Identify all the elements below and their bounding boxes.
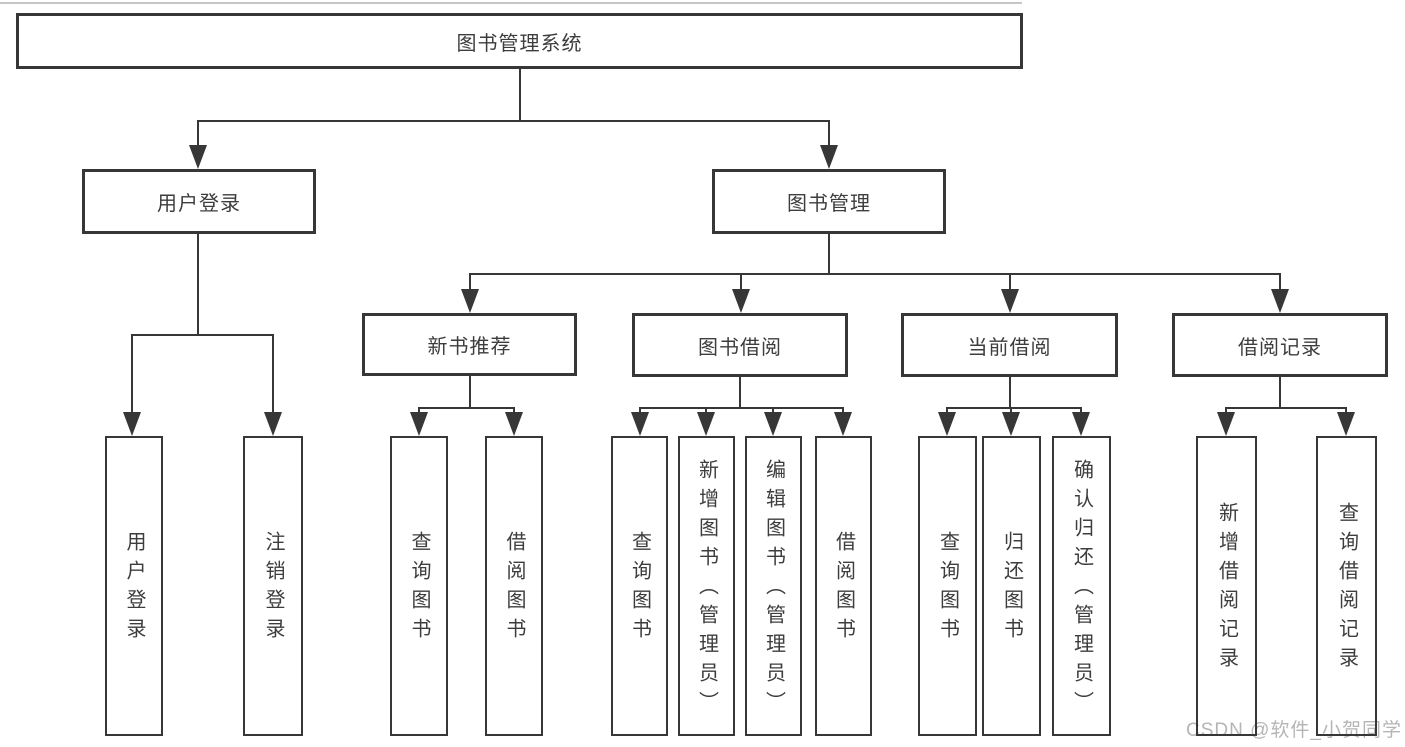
arrowhead-down-icon bbox=[410, 412, 428, 436]
connector-current-borrow-rail bbox=[946, 407, 1082, 409]
leaf-edit-books-admin: 编辑图书（管理员） bbox=[745, 436, 802, 736]
connector-shaft bbox=[197, 120, 199, 148]
connector-shaft bbox=[705, 407, 707, 416]
leaf-return-books: 归还图书 bbox=[982, 436, 1041, 736]
arrowhead-down-icon bbox=[264, 412, 282, 436]
connector-shaft bbox=[272, 334, 274, 414]
connector-book-mgmt-stem bbox=[828, 233, 830, 273]
connector-shaft bbox=[131, 334, 133, 414]
connector-shaft bbox=[418, 407, 420, 416]
leaf-add-borrow-record: 新增借阅记录 bbox=[1196, 436, 1257, 736]
csdn-watermark: CSDN @软件_小贺同学 bbox=[1186, 720, 1402, 741]
arrowhead-down-icon bbox=[1217, 412, 1235, 436]
node-book-management: 图书管理 bbox=[712, 169, 946, 234]
leaf-query-books-newbooks: 查询图书 bbox=[390, 436, 448, 736]
arrowhead-down-icon bbox=[461, 289, 479, 313]
connector-shaft bbox=[1009, 273, 1011, 293]
node-borrow-records: 借阅记录 bbox=[1172, 313, 1388, 377]
connector-new-books-rail bbox=[419, 407, 515, 409]
arrowhead-down-icon bbox=[697, 412, 715, 436]
connector-shaft bbox=[513, 407, 515, 416]
leaf-borrow-books-borrow: 借阅图书 bbox=[815, 436, 872, 736]
arrowhead-down-icon bbox=[1072, 412, 1090, 436]
leaf-user-login: 用户登录 bbox=[105, 436, 163, 736]
connector-shaft bbox=[1080, 407, 1082, 416]
arrowhead-down-icon bbox=[764, 412, 782, 436]
connector-current-borrow-stem bbox=[1009, 377, 1011, 407]
connector-borrow-records-stem bbox=[1279, 377, 1281, 407]
arrowhead-down-icon bbox=[1271, 289, 1289, 313]
arrowhead-down-icon bbox=[189, 145, 207, 169]
connector-shaft bbox=[946, 407, 948, 416]
connector-user-login-stem bbox=[197, 233, 199, 336]
connector-new-books-stem bbox=[469, 376, 471, 407]
node-new-books: 新书推荐 bbox=[362, 313, 577, 376]
connector-user-login-rail bbox=[131, 334, 274, 336]
connector-shaft bbox=[828, 120, 830, 148]
top-crop-line bbox=[0, 2, 1022, 4]
connector-shaft bbox=[772, 407, 774, 416]
arrowhead-down-icon bbox=[820, 145, 838, 169]
arrowhead-down-icon bbox=[505, 412, 523, 436]
arrowhead-down-icon bbox=[1001, 289, 1019, 313]
leaf-add-books-admin: 新增图书（管理员） bbox=[678, 436, 735, 736]
leaf-query-books-current: 查询图书 bbox=[918, 436, 977, 736]
leaf-query-borrow-record: 查询借阅记录 bbox=[1316, 436, 1377, 736]
connector-book-borrow-stem bbox=[739, 377, 741, 407]
arrowhead-down-icon bbox=[1337, 412, 1355, 436]
arrowhead-down-icon bbox=[834, 412, 852, 436]
connector-shaft bbox=[1010, 407, 1012, 416]
connector-level2-rail bbox=[197, 120, 830, 122]
arrowhead-down-icon bbox=[938, 412, 956, 436]
leaf-borrow-books-newbooks: 借阅图书 bbox=[485, 436, 543, 736]
leaf-query-books-borrow: 查询图书 bbox=[611, 436, 668, 736]
leaf-confirm-return-admin: 确认归还（管理员） bbox=[1052, 436, 1111, 736]
arrowhead-down-icon bbox=[732, 289, 750, 313]
node-user-login: 用户登录 bbox=[82, 169, 316, 234]
node-current-borrow: 当前借阅 bbox=[901, 313, 1118, 377]
connector-root-stem bbox=[519, 68, 521, 121]
connector-book-borrow-rail bbox=[639, 407, 844, 409]
connector-borrow-records-rail bbox=[1225, 407, 1347, 409]
node-root: 图书管理系统 bbox=[16, 13, 1023, 69]
arrowhead-down-icon bbox=[1002, 412, 1020, 436]
connector-shaft bbox=[639, 407, 641, 416]
arrowhead-down-icon bbox=[123, 412, 141, 436]
connector-shaft bbox=[1225, 407, 1227, 416]
connector-shaft bbox=[469, 273, 471, 293]
node-book-borrow: 图书借阅 bbox=[632, 313, 848, 377]
arrowhead-down-icon bbox=[631, 412, 649, 436]
connector-shaft bbox=[1279, 273, 1281, 293]
connector-level3-rail bbox=[469, 273, 1281, 275]
connector-shaft bbox=[740, 273, 742, 293]
connector-shaft bbox=[842, 407, 844, 416]
connector-shaft bbox=[1345, 407, 1347, 416]
leaf-logout: 注销登录 bbox=[243, 436, 303, 736]
